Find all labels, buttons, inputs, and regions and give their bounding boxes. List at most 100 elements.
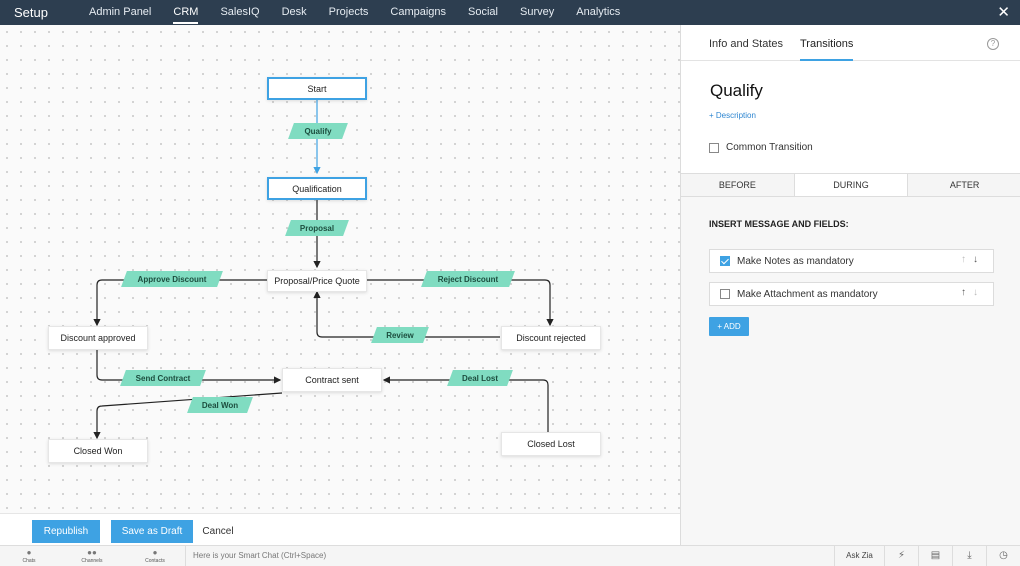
nav-campaigns[interactable]: Campaigns [390,6,447,18]
connector-send-contract [96,350,282,384]
help-icon[interactable]: ? [987,38,999,50]
transition-deal-lost[interactable]: Deal Lost [447,370,513,386]
reorder-arrows: ↑↓ [961,287,985,298]
notes-icon[interactable]: ▤ [918,546,952,566]
tab-after[interactable]: AFTER [949,180,980,190]
close-icon[interactable]: ✕ [997,4,1010,21]
chats-label: Chats [22,558,36,564]
transition-deal-lost-label: Deal Lost [461,373,498,383]
zia-icon[interactable]: ⚡ [884,546,918,566]
state-closed-lost[interactable]: Closed Lost [501,432,601,456]
insert-fields-heading: INSERT MESSAGE AND FIELDS: [709,219,849,229]
state-closed-won-label: Closed Won [73,446,123,456]
connector-deal-lost [382,376,549,437]
nav-salesiq[interactable]: SalesIQ [220,6,260,18]
state-discount-rejected-label: Discount rejected [516,333,586,343]
transition-review[interactable]: Review [371,327,429,343]
top-nav-bar: Setup Admin Panel CRM SalesIQ Desk Proje… [0,0,1020,25]
action-bar: Republish Save as Draft Cancel [0,513,680,545]
nav-analytics[interactable]: Analytics [576,6,621,18]
nav-crm[interactable]: CRM [162,0,209,25]
state-discount-approved-label: Discount approved [60,333,136,343]
channels-shortcut[interactable]: ●● Channels [72,548,112,564]
during-section: INSERT MESSAGE AND FIELDS: Make Notes as… [681,197,1020,545]
transition-reject-discount[interactable]: Reject Discount [421,271,515,287]
republish-button[interactable]: Republish [32,520,100,543]
transition-send-contract-label: Send Contract [135,373,191,383]
contacts-shortcut[interactable]: ● Contacts [135,548,175,564]
connector-review [313,290,500,338]
notes-mandatory-checkbox[interactable] [720,256,730,266]
transition-deal-won[interactable]: Deal Won [187,397,253,413]
ask-zia-button[interactable]: Ask Zia [834,546,884,566]
nav-survey[interactable]: Survey [520,6,555,18]
field-row-notes[interactable]: Make Notes as mandatory ↑↓ [709,249,994,273]
tab-info-and-states[interactable]: Info and States [709,38,783,50]
nav-admin-panel[interactable]: Admin Panel [89,6,152,18]
transition-deal-won-label: Deal Won [201,400,239,410]
transition-proposal-label: Proposal [299,223,335,233]
transition-send-contract[interactable]: Send Contract [120,370,206,386]
chat-bubble-icon: ● [26,548,32,557]
connector-deal-won [93,392,283,440]
move-down-icon[interactable]: ↓ [973,287,985,298]
blueprint-canvas[interactable]: Start Qualification Proposal/Price Quote… [0,25,680,513]
contacts-label: Contacts [145,558,165,564]
add-description-link[interactable]: + Description [709,111,756,120]
common-transition-checkbox[interactable] [709,142,719,153]
state-discount-approved[interactable]: Discount approved [48,326,148,350]
people-icon: ●● [87,548,97,557]
state-contract-sent-label: Contract sent [305,375,359,385]
setup-title[interactable]: Setup [14,5,48,20]
connector-approve-discount [93,279,268,327]
transition-qualify[interactable]: Qualify [288,123,348,139]
alarm-clock-icon[interactable]: ◷ [986,546,1020,566]
state-closed-lost-label: Closed Lost [527,439,575,449]
transition-title: Qualify [710,81,763,100]
state-discount-rejected[interactable]: Discount rejected [501,326,601,350]
nav-projects[interactable]: Projects [328,6,369,18]
state-qualification-label: Qualification [292,183,342,194]
smart-chat-input[interactable]: Here is your Smart Chat (Ctrl+Space) [185,546,835,566]
move-up-icon[interactable]: ↑ [961,254,973,265]
stage-tabs: BEFORE DURING AFTER [681,173,1020,197]
tab-before[interactable]: BEFORE [718,180,756,190]
add-field-button[interactable]: + ADD [709,317,749,336]
state-closed-won[interactable]: Closed Won [48,439,148,463]
state-qualification[interactable]: Qualification [267,177,367,200]
state-start[interactable]: Start [267,77,367,100]
cancel-button[interactable]: Cancel [202,526,234,537]
transition-approve-discount-label: Approve Discount [137,274,207,284]
transition-approve-discount[interactable]: Approve Discount [121,271,223,287]
move-up-icon[interactable]: ↑ [961,287,973,298]
notes-mandatory-label: Make Notes as mandatory [737,255,854,267]
reorder-arrows: ↑↓ [961,254,985,265]
state-proposal-quote[interactable]: Proposal/Price Quote [267,270,367,292]
status-bar: ● Chats ●● Channels ● Contacts Here is y… [0,545,1020,566]
chats-shortcut[interactable]: ● Chats [9,548,49,564]
state-contract-sent[interactable]: Contract sent [282,368,382,392]
tab-during[interactable]: DURING [793,174,909,196]
attachment-mandatory-checkbox[interactable] [720,289,730,299]
nav-desk[interactable]: Desk [281,6,307,18]
transition-proposal[interactable]: Proposal [285,220,349,236]
transition-properties-panel: Info and States Transitions ? Qualify + … [680,25,1020,545]
common-transition-label: Common Transition [726,142,813,153]
nav-social[interactable]: Social [468,6,498,18]
transition-review-label: Review [386,330,414,340]
transition-reject-discount-label: Reject Discount [437,274,499,284]
channels-label: Channels [81,558,103,564]
attachment-mandatory-label: Make Attachment as mandatory [737,288,878,300]
move-down-icon[interactable]: ↓ [973,254,985,265]
panel-tabs: Info and States Transitions ? [681,25,1020,61]
common-transition-option[interactable]: Common Transition [709,142,813,153]
download-icon[interactable]: ⤓ [952,546,986,566]
field-row-attachment[interactable]: Make Attachment as mandatory ↑↓ [709,282,994,306]
top-nav: Admin Panel CRM SalesIQ Desk Projects Ca… [78,0,631,25]
transition-qualify-label: Qualify [304,126,332,136]
connector-reject-discount [367,279,554,327]
contact-icon: ● [152,548,158,557]
tab-transitions[interactable]: Transitions [800,38,854,61]
state-start-label: Start [307,83,327,94]
save-as-draft-button[interactable]: Save as Draft [111,520,193,543]
